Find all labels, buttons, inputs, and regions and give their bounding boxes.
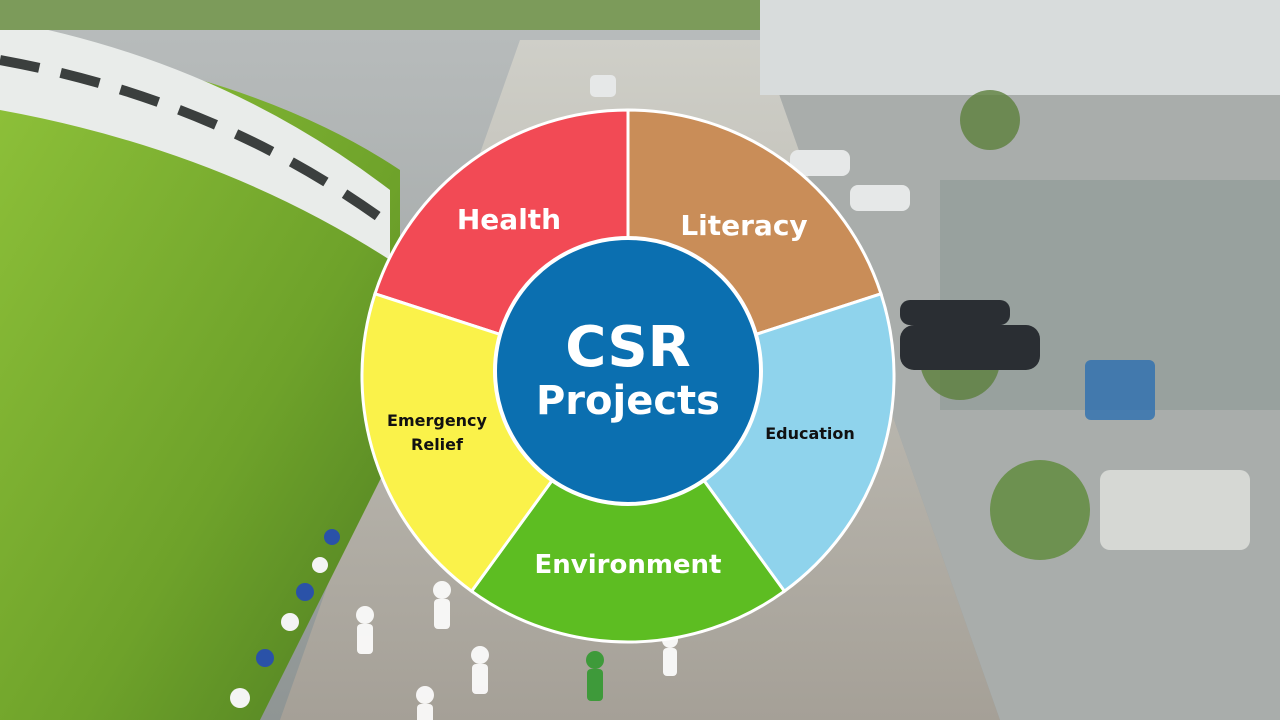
center-circle [493, 236, 763, 506]
literacy-label: Literacy [680, 209, 807, 242]
center-title-projects: Projects [536, 378, 720, 424]
center-title-csr: CSR [565, 315, 691, 380]
relief-label: Relief [411, 435, 464, 454]
education-label: Education [765, 424, 855, 443]
health-label: Health [457, 203, 561, 236]
environment-label: Environment [535, 550, 722, 580]
environment-segment [469, 373, 787, 644]
emergency-label: Emergency [387, 411, 488, 430]
